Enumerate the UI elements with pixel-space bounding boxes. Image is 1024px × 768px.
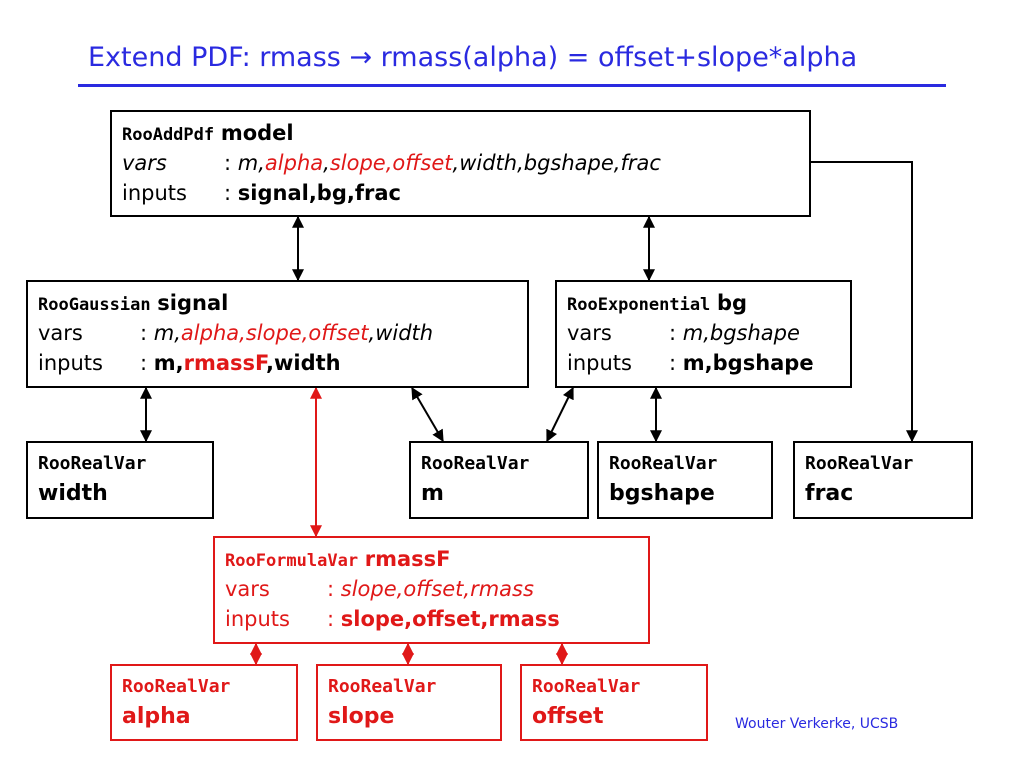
slope-class: RooRealVar: [328, 676, 437, 697]
rmassF-header: RooFormulaVar rmassF: [225, 544, 638, 574]
model-box: RooAddPdf model vars: m,alpha,slope,offs…: [110, 110, 811, 217]
width-class: RooRealVar: [38, 453, 147, 474]
model-var-width: width: [459, 151, 518, 175]
author-credit: Wouter Verkerke, UCSB: [735, 716, 899, 732]
model-vars-line: vars: m,alpha,slope,offset,width,bgshape…: [122, 148, 799, 178]
signal-var-slope: slope: [245, 321, 302, 345]
offset-name: offset: [532, 704, 604, 729]
signal-input-width: width: [274, 351, 341, 375]
signal-inputs-line: inputs: m,rmassF,width: [38, 348, 517, 378]
model-inputs: signal,bg,frac: [237, 181, 401, 205]
rmassF-box: RooFormulaVar rmassF vars: slope,offset,…: [213, 536, 650, 644]
model-var-slope: slope: [329, 151, 386, 175]
signal-name: signal: [157, 291, 229, 315]
model-class: RooAddPdf: [122, 125, 215, 145]
signal-var-m: m: [153, 321, 175, 345]
model-var-m: m: [237, 151, 259, 175]
model-var-bgshape: bgshape: [523, 151, 614, 175]
rmassF-class: RooFormulaVar: [225, 551, 359, 571]
rmassF-inputs-label: inputs: [225, 607, 290, 631]
model-inputs-line: inputs: signal,bg,frac: [122, 178, 799, 208]
model-var-offset: offset: [392, 151, 453, 175]
signal-input-rmassF: rmassF: [183, 351, 267, 375]
width-name: width: [38, 481, 108, 506]
signal-header: RooGaussian signal: [38, 288, 517, 318]
signal-class: RooGaussian: [38, 295, 151, 315]
signal-vars-label: vars: [38, 321, 83, 345]
model-name: model: [220, 121, 294, 145]
bg-name: bg: [716, 291, 748, 315]
bg-vars-label: vars: [567, 321, 612, 345]
edge-signal-m: [411, 386, 444, 443]
bg-class: RooExponential: [567, 295, 711, 315]
rmassF-vars: slope,offset,rmass: [340, 577, 534, 601]
width-box: RooRealVar width: [26, 441, 214, 519]
rmassF-vars-label: vars: [225, 577, 270, 601]
slope-box: RooRealVar slope: [316, 664, 502, 741]
edge-model-frac: [811, 161, 918, 443]
frac-class: RooRealVar: [805, 453, 914, 474]
frac-box: RooRealVar frac: [793, 441, 973, 519]
alpha-name: alpha: [122, 704, 191, 729]
bgshape-name: bgshape: [609, 481, 715, 506]
bg-vars-line: vars: m,bgshape: [567, 318, 840, 348]
bg-inputs: m,bgshape: [682, 351, 814, 375]
model-var-alpha: alpha: [264, 151, 324, 175]
bgshape-box: RooRealVar bgshape: [597, 441, 773, 519]
signal-vars-line: vars: m,alpha,slope,offset,width: [38, 318, 517, 348]
slide-title: Extend PDF: rmass → rmass(alpha) = offse…: [88, 42, 858, 73]
model-vars-label: vars: [122, 151, 167, 175]
offset-box: RooRealVar offset: [520, 664, 708, 741]
rmassF-name: rmassF: [364, 547, 451, 571]
signal-var-width: width: [375, 321, 434, 345]
rmassF-inputs-line: inputs: slope,offset,rmass: [225, 604, 638, 634]
model-header: RooAddPdf model: [122, 118, 799, 148]
signal-input-m: m: [153, 351, 176, 375]
signal-var-alpha: alpha: [180, 321, 240, 345]
bg-vars: m,bgshape: [682, 321, 800, 345]
m-class: RooRealVar: [421, 453, 530, 474]
bg-box: RooExponential bg vars: m,bgshape inputs…: [555, 280, 852, 388]
bg-inputs-line: inputs: m,bgshape: [567, 348, 840, 378]
signal-inputs-label: inputs: [38, 351, 103, 375]
rmassF-inputs: slope,offset,rmass: [340, 607, 560, 631]
alpha-box: RooRealVar alpha: [110, 664, 298, 741]
frac-name: frac: [805, 481, 854, 506]
offset-class: RooRealVar: [532, 676, 641, 697]
rmassF-vars-line: vars: slope,offset,rmass: [225, 574, 638, 604]
slope-name: slope: [328, 704, 395, 729]
signal-box: RooGaussian signal vars: m,alpha,slope,o…: [26, 280, 529, 388]
bgshape-class: RooRealVar: [609, 453, 718, 474]
m-name: m: [421, 481, 444, 506]
alpha-class: RooRealVar: [122, 676, 231, 697]
signal-var-offset: offset: [308, 321, 369, 345]
edge-bg-m: [546, 386, 574, 443]
model-inputs-label: inputs: [122, 181, 187, 205]
bg-inputs-label: inputs: [567, 351, 632, 375]
bg-header: RooExponential bg: [567, 288, 840, 318]
m-box: RooRealVar m: [409, 441, 589, 519]
title-underline: [78, 84, 946, 87]
model-var-frac: frac: [620, 151, 661, 175]
